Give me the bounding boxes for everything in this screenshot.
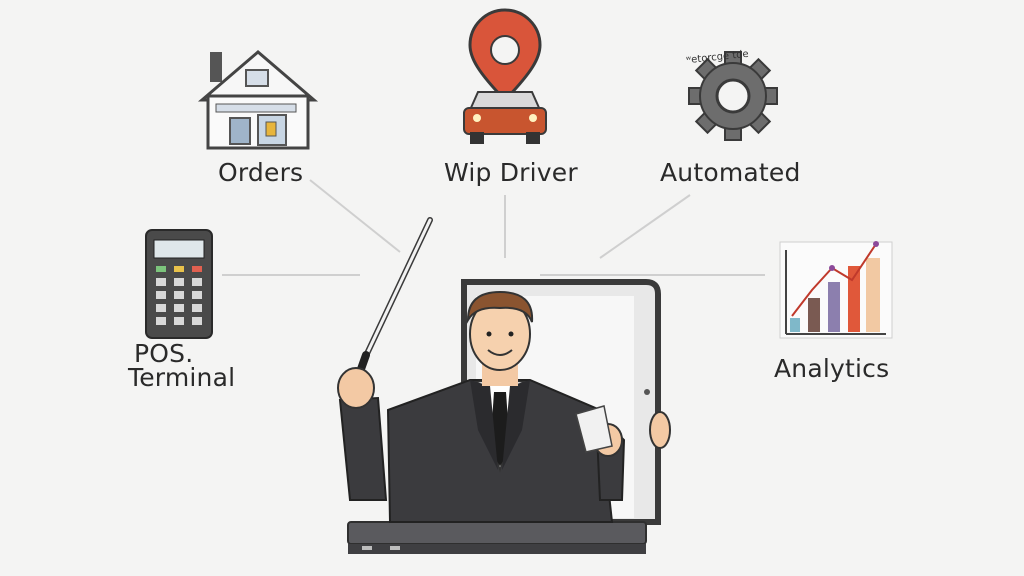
- node-label-automated: Automated: [660, 158, 801, 187]
- gear-icon: [688, 51, 778, 141]
- node-label-pos-line2: Terminal: [128, 363, 236, 392]
- node-label-pos-line1: POS.: [134, 339, 194, 368]
- location-pin-car-icon: [463, 8, 547, 144]
- connector-lines: [222, 179, 765, 276]
- pos-terminal-icon: [145, 229, 213, 339]
- presenter-figure: [337, 217, 671, 523]
- node-label-orders: Orders: [218, 158, 304, 187]
- house-icon: [197, 50, 319, 150]
- analytics-chart-icon: [779, 241, 893, 339]
- node-label-driver: Wip Driver: [444, 158, 578, 187]
- node-label-pos: POS. Terminal: [128, 339, 235, 390]
- node-label-analytics: Analytics: [774, 354, 890, 383]
- connector-automated: [599, 194, 691, 259]
- connector-orders: [309, 179, 401, 253]
